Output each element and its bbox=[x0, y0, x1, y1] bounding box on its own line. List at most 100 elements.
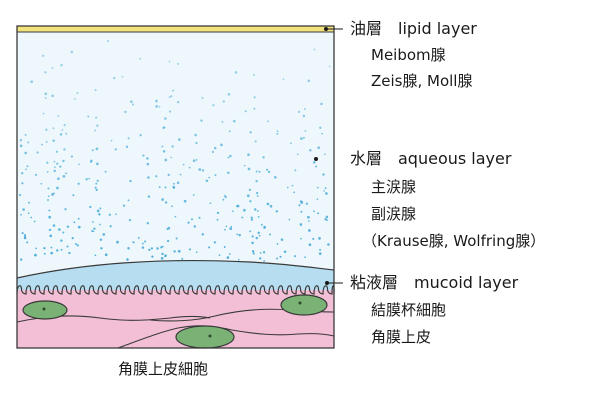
aqueous-dot bbox=[208, 176, 211, 179]
aqueous-dot bbox=[198, 168, 202, 171]
aqueous-dot bbox=[94, 254, 97, 257]
aqueous-dot bbox=[91, 149, 94, 152]
aqueous-dot bbox=[304, 256, 306, 259]
aqueous-dot bbox=[213, 146, 217, 150]
aqueous-dot bbox=[243, 208, 246, 212]
aqueous-dot bbox=[164, 117, 167, 120]
aqueous-dot bbox=[257, 231, 260, 235]
aqueous-dot bbox=[60, 63, 63, 67]
aqueous-dot bbox=[247, 167, 251, 171]
aqueous-dot bbox=[172, 186, 176, 189]
aqueous-dot bbox=[59, 133, 63, 136]
aqueous-dot bbox=[192, 194, 195, 196]
aqueous-dot bbox=[293, 191, 296, 194]
aqueous-dot bbox=[99, 238, 103, 241]
aqueous-dot bbox=[59, 165, 62, 168]
aqueous-dot bbox=[274, 176, 277, 179]
aqueous-dot bbox=[19, 144, 23, 148]
aqueous-dot bbox=[60, 239, 63, 242]
aqueous-dot bbox=[92, 221, 94, 223]
aqueous-dot bbox=[42, 112, 45, 115]
aqueous-dot bbox=[300, 237, 302, 240]
aqueous-dot bbox=[87, 115, 90, 118]
aqueous-dot bbox=[62, 175, 66, 178]
aqueous-dot bbox=[34, 173, 38, 176]
aqueous-dot bbox=[30, 80, 34, 84]
aqueous-dot bbox=[228, 253, 231, 255]
aqueous-dot bbox=[144, 240, 147, 243]
aqueous-dot bbox=[53, 169, 56, 173]
aqueous-dot bbox=[262, 156, 265, 159]
aqueous-dot bbox=[53, 160, 56, 163]
aqueous-dot bbox=[73, 98, 76, 100]
aqueous-dot bbox=[56, 249, 59, 252]
aqueous-dot bbox=[70, 50, 74, 54]
aqueous-layer-title: 水層 aqueous layer bbox=[350, 149, 512, 168]
aqueous-dot bbox=[257, 210, 259, 212]
aqueous-dot bbox=[290, 142, 292, 145]
aqueous-dot bbox=[324, 218, 327, 221]
aqueous-dot bbox=[100, 247, 103, 250]
aqueous-dot bbox=[179, 173, 182, 176]
aqueous-dot bbox=[96, 209, 100, 213]
aqueous-dot bbox=[161, 252, 164, 256]
aqueous-dot bbox=[300, 137, 303, 140]
mucoid-surface-line bbox=[16, 259, 335, 279]
aqueous-dot bbox=[319, 126, 322, 129]
aqueous-dot bbox=[61, 129, 64, 131]
aqueous-dot bbox=[155, 99, 158, 103]
aqueous-dot bbox=[304, 129, 307, 132]
aqueous-dot bbox=[19, 139, 23, 142]
aqueous-dot bbox=[94, 186, 97, 189]
aqueous-dot bbox=[309, 149, 312, 152]
aqueous-dot bbox=[216, 218, 219, 221]
aqueous-dot bbox=[244, 110, 247, 113]
aqueous-dot bbox=[99, 223, 101, 226]
aqueous-dot bbox=[177, 101, 180, 104]
mucoid-source-goblet: 結膜杯細胞 bbox=[371, 301, 447, 319]
aqueous-dot bbox=[234, 71, 238, 74]
aqueous-dot bbox=[63, 124, 66, 127]
aqueous-dot bbox=[288, 218, 291, 221]
aqueous-dot bbox=[257, 215, 260, 218]
aqueous-dot bbox=[318, 252, 322, 256]
aqueous-dot bbox=[160, 256, 164, 260]
mucoid-pointer-dot bbox=[325, 281, 329, 285]
aqueous-dot bbox=[249, 200, 252, 203]
aqueous-dot bbox=[24, 133, 27, 136]
aqueous-dot bbox=[308, 220, 310, 222]
aqueous-dot bbox=[115, 213, 117, 216]
aqueous-dot bbox=[195, 159, 198, 161]
aqueous-dot bbox=[30, 216, 33, 219]
aqueous-dot bbox=[181, 257, 184, 260]
aqueous-dot bbox=[249, 131, 252, 134]
lipid-source-zeis-moll: Zeis腺, Moll腺 bbox=[371, 72, 473, 90]
aqueous-dot bbox=[94, 129, 97, 132]
aqueous-dot bbox=[41, 54, 45, 57]
aqueous-dot bbox=[188, 166, 191, 169]
aqueous-dot bbox=[77, 217, 80, 220]
aqueous-dot bbox=[276, 132, 279, 135]
aqueous-dot bbox=[62, 159, 65, 163]
aqueous-dot bbox=[312, 160, 316, 164]
aqueous-dot bbox=[158, 186, 161, 189]
aqueous-dot bbox=[176, 181, 180, 185]
aqueous-dot bbox=[23, 234, 26, 237]
aqueous-dot bbox=[164, 201, 168, 204]
aqueous-dot bbox=[21, 232, 24, 235]
aqueous-dot bbox=[44, 71, 47, 74]
aqueous-dot bbox=[108, 213, 111, 216]
aqueous-dot bbox=[50, 251, 54, 255]
aqueous-dot bbox=[195, 251, 198, 254]
aqueous-dot bbox=[171, 145, 174, 148]
aqueous-dot bbox=[177, 62, 180, 65]
aqueous-dot bbox=[321, 132, 323, 135]
aqueous-dot bbox=[192, 159, 196, 162]
aqueous-dot bbox=[171, 205, 173, 208]
aqueous-dot bbox=[211, 150, 214, 154]
aqueous-dot bbox=[325, 192, 328, 195]
aqueous-dot bbox=[22, 208, 25, 211]
aqueous-dot bbox=[238, 258, 240, 261]
aqueous-dot bbox=[167, 226, 171, 230]
cell-nucleus bbox=[280, 294, 328, 316]
